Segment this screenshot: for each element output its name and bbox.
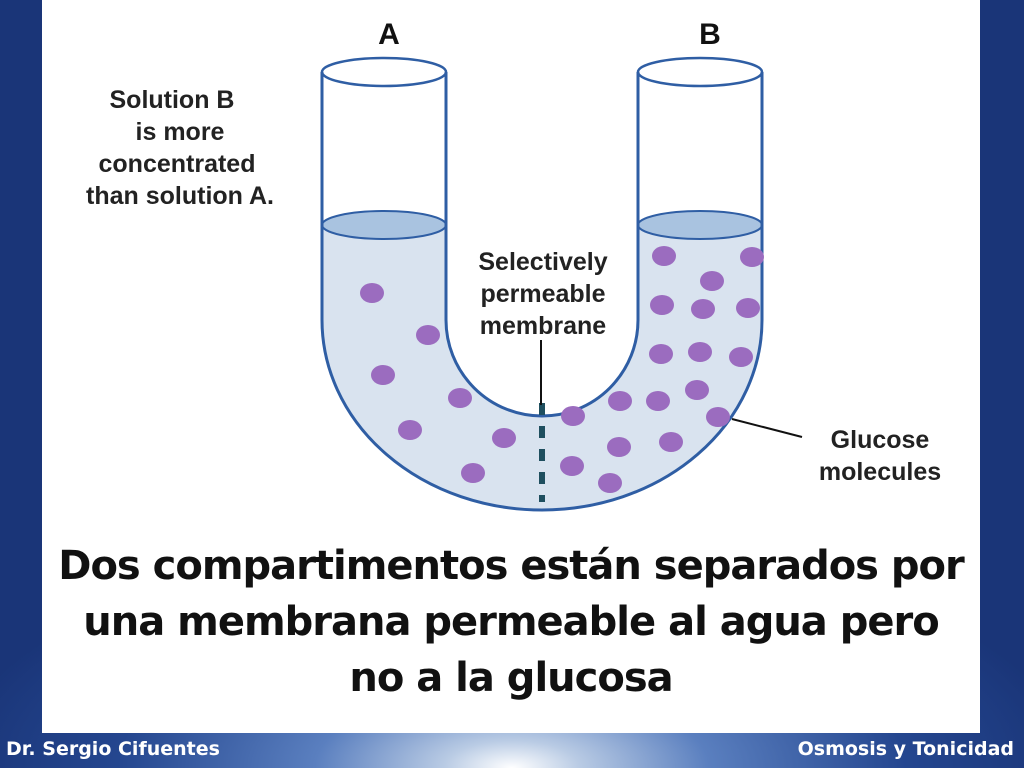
glucose-molecule bbox=[736, 298, 760, 318]
glucose-molecule bbox=[560, 456, 584, 476]
glucose-molecule bbox=[649, 344, 673, 364]
solution-annotation: Solution B is more concentrated than sol… bbox=[86, 86, 274, 210]
glucose-molecule bbox=[561, 406, 585, 426]
surface-b bbox=[637, 210, 763, 240]
glucose-molecule bbox=[360, 283, 384, 303]
slide: A B Solution B is more concentrated than… bbox=[42, 0, 980, 733]
glucose-molecule bbox=[371, 365, 395, 385]
glucose-molecule bbox=[416, 325, 440, 345]
glucose-annotation-line: Glucose bbox=[831, 426, 930, 454]
glucose-molecule bbox=[608, 391, 632, 411]
glucose-molecule bbox=[461, 463, 485, 483]
glucose-annotation: Glucose molecules bbox=[819, 426, 941, 486]
glucose-molecule bbox=[688, 342, 712, 362]
membrane-annotation-line: membrane bbox=[480, 312, 607, 340]
label-b: B bbox=[699, 18, 721, 51]
glucose-pointer bbox=[731, 418, 803, 438]
glucose-molecule bbox=[650, 295, 674, 315]
membrane-annotation: Selectively permeable membrane bbox=[478, 248, 607, 340]
tube-rim-a bbox=[320, 56, 448, 88]
slide-caption: Dos compartimentos están separados por u… bbox=[42, 538, 980, 706]
footer-topic: Osmosis y Tonicidad bbox=[797, 738, 1014, 760]
glucose-molecule bbox=[729, 347, 753, 367]
membrane-annotation-line: permeable bbox=[480, 280, 605, 308]
solution-annotation-line: than solution A. bbox=[86, 182, 274, 210]
caption-line: una membrana permeable al agua pero bbox=[83, 599, 939, 645]
caption-line: Dos compartimentos están separados por bbox=[58, 543, 965, 589]
solution-annotation-line: is more bbox=[136, 118, 225, 146]
glucose-annotation-line: molecules bbox=[819, 458, 941, 486]
u-tube-outline bbox=[320, 72, 764, 512]
glucose-molecule bbox=[700, 271, 724, 291]
glucose-molecule bbox=[652, 246, 676, 266]
caption-line: no a la glucosa bbox=[349, 655, 673, 701]
footer-author: Dr. Sergio Cifuentes bbox=[6, 738, 220, 760]
glucose-molecule bbox=[740, 247, 764, 267]
glucose-molecule bbox=[691, 299, 715, 319]
glucose-molecule bbox=[598, 473, 622, 493]
glucose-molecule bbox=[448, 388, 472, 408]
glucose-molecule bbox=[492, 428, 516, 448]
glucose-molecule bbox=[607, 437, 631, 457]
tube-rim-b bbox=[636, 56, 764, 88]
glucose-molecule bbox=[685, 380, 709, 400]
surface-a bbox=[321, 210, 447, 240]
glucose-molecule bbox=[398, 420, 422, 440]
label-a: A bbox=[378, 18, 400, 51]
glucose-molecule bbox=[646, 391, 670, 411]
u-tube-diagram: A B Solution B is more concentrated than… bbox=[86, 18, 941, 512]
solution-annotation-line: Solution B bbox=[110, 86, 235, 114]
glucose-molecule bbox=[706, 407, 730, 427]
solution-annotation-line: concentrated bbox=[99, 150, 256, 178]
glucose-molecules bbox=[360, 246, 764, 493]
membrane-annotation-line: Selectively bbox=[478, 248, 607, 276]
solution-liquid bbox=[322, 225, 762, 510]
glucose-molecule bbox=[659, 432, 683, 452]
